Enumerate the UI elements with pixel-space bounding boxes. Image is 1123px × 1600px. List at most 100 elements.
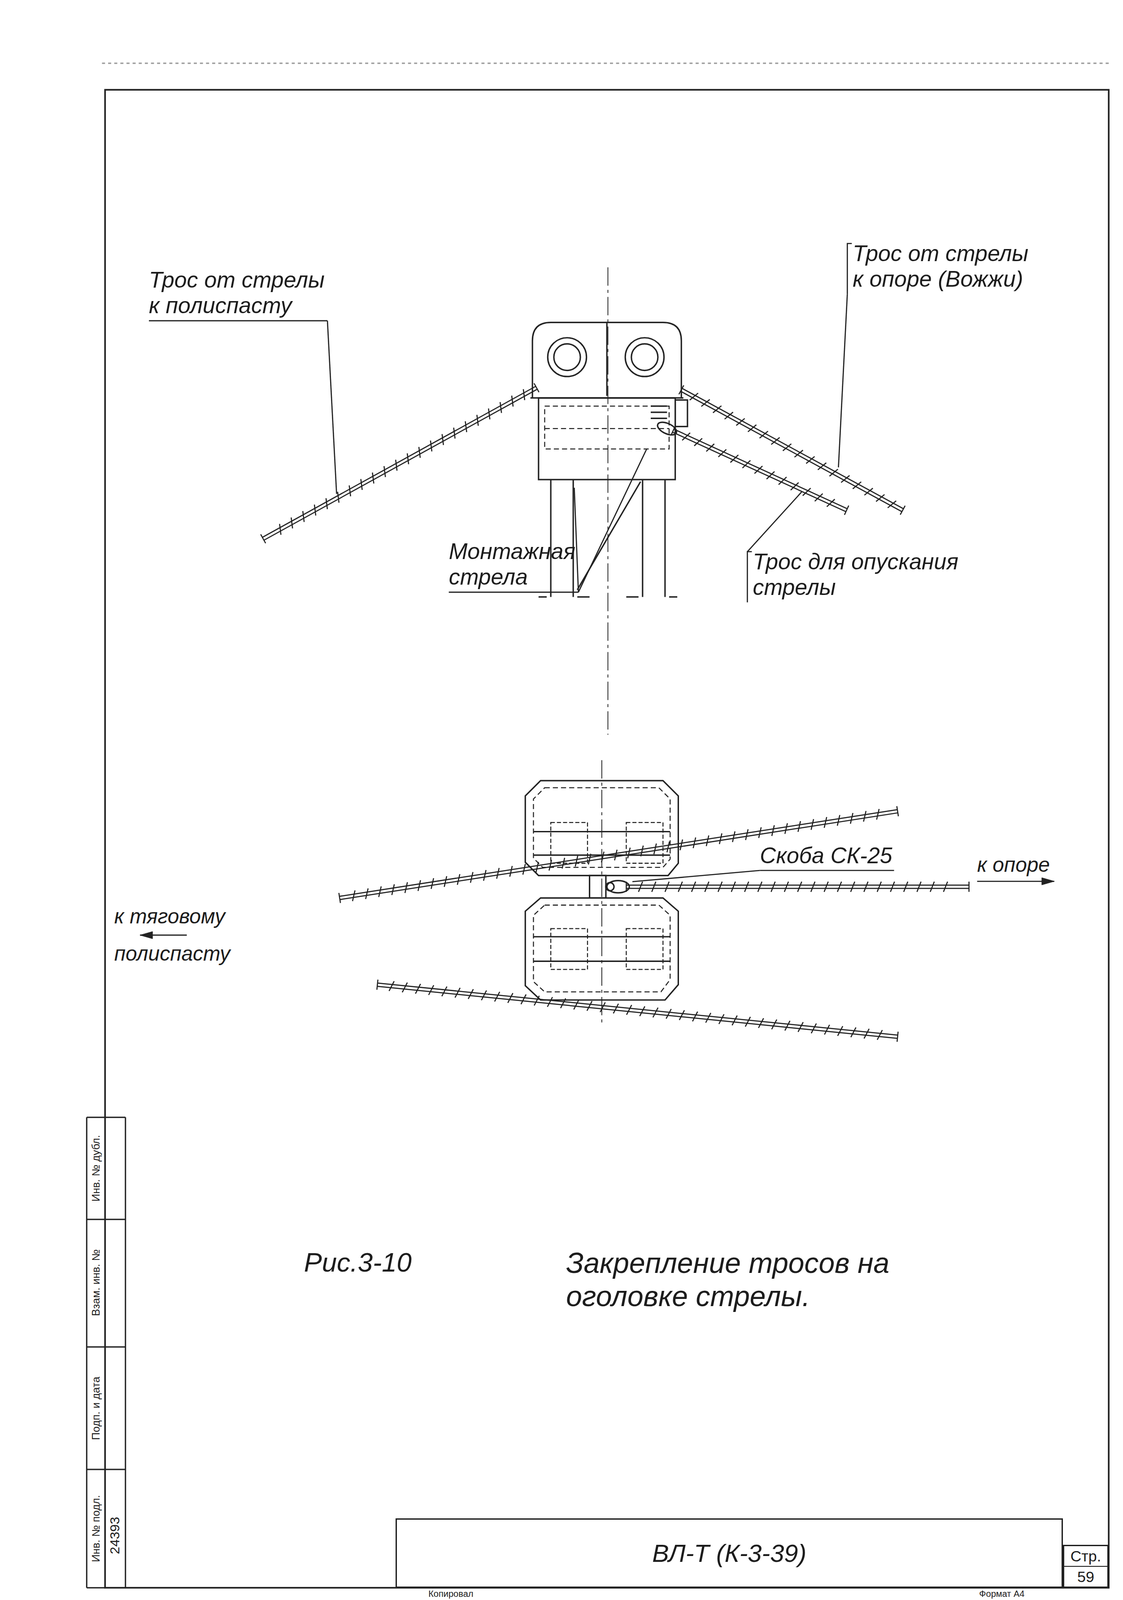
figure-number: Рис.3-10 [304, 1246, 412, 1278]
label-underline [448, 591, 579, 593]
rope-end [896, 805, 899, 816]
pulley-hidden [626, 822, 663, 863]
rope-clamp [827, 499, 836, 507]
cell-text: 59 [1064, 1566, 1108, 1586]
rope-end [260, 534, 266, 544]
label-bracket [747, 551, 752, 603]
rope-clamp [494, 991, 500, 1002]
rope-clamp [666, 841, 670, 853]
stamp-field-name: Инв. № подл. [89, 1494, 103, 1562]
rope-clamp [639, 1005, 645, 1016]
rope-end [534, 383, 540, 392]
rope-clamp [418, 446, 421, 458]
rope-clamp [511, 395, 514, 407]
figure-caption: Закрепление тросов на оголовке стрелы. [565, 1246, 891, 1313]
leader-line [747, 491, 802, 552]
part-label: Трос от стрелы к опоре (Вожжи) [852, 240, 1030, 293]
boom-head-plan-view [525, 759, 679, 1025]
label-bracket [847, 243, 852, 295]
page-number-cell: Стр.59 [1062, 1544, 1109, 1588]
rope-clamp [784, 822, 788, 834]
rope-clamp [575, 855, 578, 867]
rope-end [376, 979, 378, 990]
rope-clamp [748, 424, 757, 432]
rope-clamp [679, 1009, 685, 1020]
stamp-column-line [124, 1116, 127, 1587]
rope-end [625, 881, 627, 892]
rope-clamp [651, 881, 656, 892]
rope-clamp [365, 887, 368, 899]
rope-clamp [824, 1024, 830, 1035]
rope-clamp [759, 430, 769, 439]
rope-clamp [784, 881, 789, 892]
direction-label: к тяговому полиспасту [114, 897, 232, 972]
shackle-lug [589, 874, 606, 898]
rope-clamp [850, 881, 855, 892]
rope-clamp [778, 476, 787, 485]
rope-line [626, 887, 969, 889]
rope-clamp [547, 996, 553, 1007]
rope-clamp [560, 997, 566, 1008]
rope-clamp [850, 812, 853, 824]
rope-clamp [797, 881, 802, 892]
rope-clamp [732, 831, 735, 842]
rope-line [674, 428, 848, 509]
stamp-row-line [86, 1467, 126, 1470]
direction-label: к опоре [977, 852, 1050, 877]
label-underline [148, 320, 328, 322]
ropes [260, 383, 969, 1042]
stamp-row-line [86, 1345, 126, 1348]
rope-clamp [766, 471, 775, 479]
rope-line [264, 388, 538, 540]
cell-text: ВЛ-Т (К-3-39) [396, 1537, 1062, 1568]
pulley-hub [553, 343, 581, 370]
leader-line [578, 448, 647, 592]
rope-clamp [718, 449, 727, 458]
leader-line [327, 320, 337, 494]
rope-clamp [852, 481, 862, 489]
rope-clamp [890, 881, 895, 892]
rope-clamp [548, 859, 552, 871]
sheet-note: Копировал [428, 1588, 474, 1599]
plate [533, 830, 671, 832]
rope-clamp [837, 881, 842, 892]
rope-clamp [626, 1004, 632, 1015]
rope-clamp [352, 890, 355, 902]
rope-clamp [754, 465, 763, 474]
rope-clamp [428, 984, 434, 995]
rope-clamp [470, 871, 473, 883]
shackle [655, 419, 679, 438]
rope-clamp [496, 867, 499, 879]
rope-clamp [507, 992, 513, 1003]
rope-clamp [561, 857, 565, 869]
rope-clamp [692, 1011, 698, 1022]
rope-clamp [706, 835, 709, 846]
rope-clamp [444, 875, 447, 887]
rope-clamp [665, 881, 670, 892]
leader-line [632, 870, 760, 882]
rope-clamp [811, 818, 814, 830]
stamp-field-name: Подп. и дата [89, 1375, 103, 1440]
rope-clamp [465, 421, 467, 432]
plate [533, 960, 671, 962]
rope-clamp [731, 881, 736, 892]
rope-clamp [730, 454, 739, 463]
rope-clamp [875, 494, 885, 502]
head-body [532, 322, 682, 398]
rope-clamp [863, 810, 866, 822]
rope-clamp [601, 851, 604, 862]
rope-clamp [837, 814, 840, 826]
rope-clamp [930, 881, 935, 892]
rope-clamp [691, 881, 696, 892]
rope-clamp [291, 517, 293, 528]
rope-clamp [326, 497, 328, 509]
rope-clamp [455, 987, 461, 998]
rope-clamp [817, 462, 827, 471]
rope-clamp [863, 881, 868, 892]
break-mark [626, 596, 639, 598]
rope-end [900, 505, 906, 515]
rope-clamp [713, 405, 722, 413]
stamp-row-line [86, 1218, 126, 1220]
pulley-hub [631, 343, 658, 370]
pulley-hidden [550, 928, 588, 970]
